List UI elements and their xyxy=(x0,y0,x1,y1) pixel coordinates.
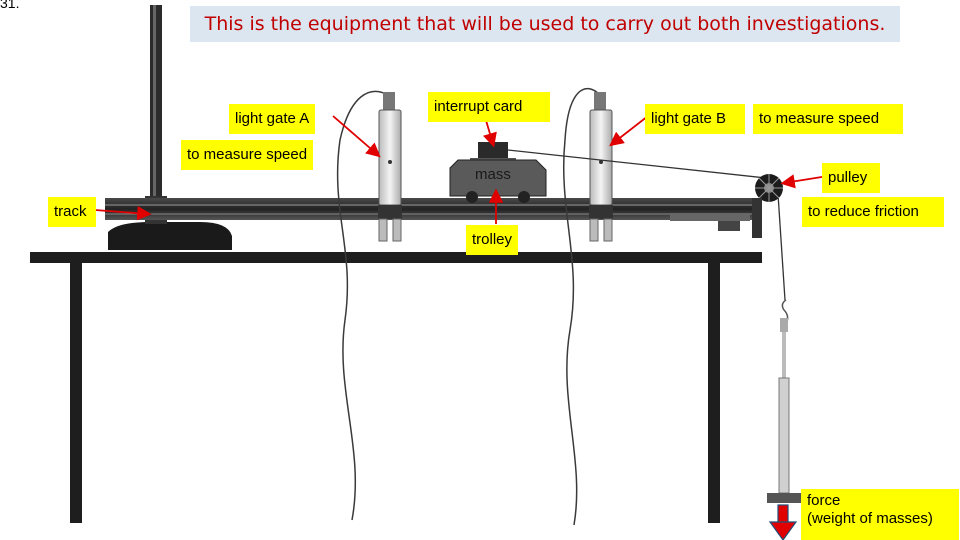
label-light-gate-b: light gate B xyxy=(645,104,745,134)
table xyxy=(30,252,762,523)
pulley-wheel xyxy=(752,174,783,238)
label-track: track xyxy=(48,197,96,227)
label-force-line2: (weight of masses) xyxy=(807,510,933,527)
light-gate-a-device xyxy=(378,92,402,242)
label-arrows xyxy=(94,115,829,224)
label-to-measure-speed-b: to measure speed xyxy=(753,104,903,134)
force-arrow xyxy=(768,504,798,540)
string xyxy=(507,149,786,301)
label-to-reduce-friction: to reduce friction xyxy=(802,197,944,227)
label-force: force (weight of masses) xyxy=(801,489,959,540)
label-interrupt-card: interrupt card xyxy=(428,92,550,122)
hanging-masses xyxy=(767,299,801,503)
light-gate-b-device xyxy=(589,92,613,242)
corner-mark: 31. xyxy=(0,0,20,11)
label-pulley: pulley xyxy=(822,163,880,193)
page-title: This is the equipment that will be used … xyxy=(190,6,900,42)
label-mass: mass xyxy=(475,166,511,183)
light-gate-cables xyxy=(336,87,601,526)
label-light-gate-a: light gate A xyxy=(229,104,316,134)
label-to-measure-speed-a: to measure speed xyxy=(181,140,314,170)
label-trolley: trolley xyxy=(466,225,519,255)
trolley-device xyxy=(449,142,547,203)
label-force-line1: force xyxy=(807,492,841,509)
